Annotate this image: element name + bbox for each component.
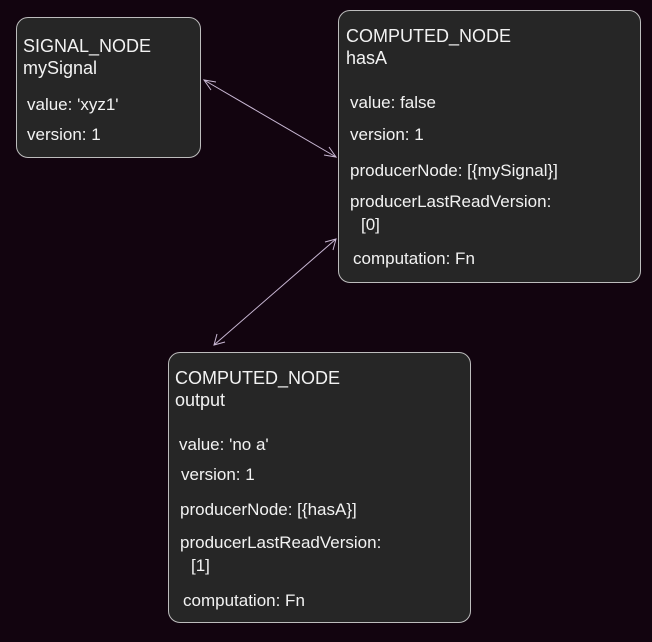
- prop-producer-node: producerNode: [{hasA}]: [180, 500, 357, 519]
- edge-signal-hasA-arrowhead-end: [323, 146, 338, 158]
- output-node-card: COMPUTED_NODE output value: 'no a' versi…: [168, 352, 471, 623]
- prop-producer-last-read-version: producerLastReadVersion: [1]: [180, 533, 381, 576]
- prop-producer-last-read-version-label: producerLastReadVersion:: [350, 192, 552, 211]
- node-name-label: hasA: [346, 48, 388, 68]
- edge-signal-hasA: [202, 79, 338, 158]
- prop-version: version: 1: [350, 125, 424, 144]
- node-name-label: mySignal: [23, 58, 98, 78]
- node-type-label: COMPUTED_NODE: [346, 26, 512, 46]
- prop-version: version: 1: [181, 465, 255, 484]
- prop-version: version: 1: [27, 125, 101, 144]
- edge-signal-hasA-line: [203, 79, 337, 158]
- edge-signal-hasA-arrowhead-start: [202, 79, 217, 91]
- prop-producer-node: producerNode: [{mySignal}]: [350, 161, 558, 180]
- edge-hasA-output-arrowhead-start: [324, 238, 337, 251]
- node-type-label: SIGNAL_NODE: [23, 36, 152, 56]
- signal-node-card: SIGNAL_NODE mySignal value: 'xyz1' versi…: [16, 17, 201, 158]
- prop-producer-last-read-version-value: [1]: [191, 556, 210, 575]
- prop-computation: computation: Fn: [353, 249, 475, 268]
- node-type-label: COMPUTED_NODE: [175, 368, 341, 388]
- prop-value: value: 'no a': [179, 435, 269, 454]
- edge-hasA-output-arrowhead-end: [213, 333, 226, 346]
- prop-value: value: 'xyz1': [27, 95, 119, 114]
- prop-producer-last-read-version-value: [0]: [361, 215, 380, 234]
- prop-computation: computation: Fn: [183, 591, 305, 610]
- prop-producer-last-read-version: producerLastReadVersion: [0]: [350, 192, 551, 235]
- edge-hasA-output: [213, 238, 337, 346]
- prop-producer-last-read-version-label: producerLastReadVersion:: [180, 533, 382, 552]
- node-name-label: output: [175, 390, 226, 410]
- edge-hasA-output-line: [213, 238, 337, 346]
- hasA-node-card: COMPUTED_NODE hasA value: false version:…: [338, 10, 641, 283]
- prop-value: value: false: [350, 93, 436, 112]
